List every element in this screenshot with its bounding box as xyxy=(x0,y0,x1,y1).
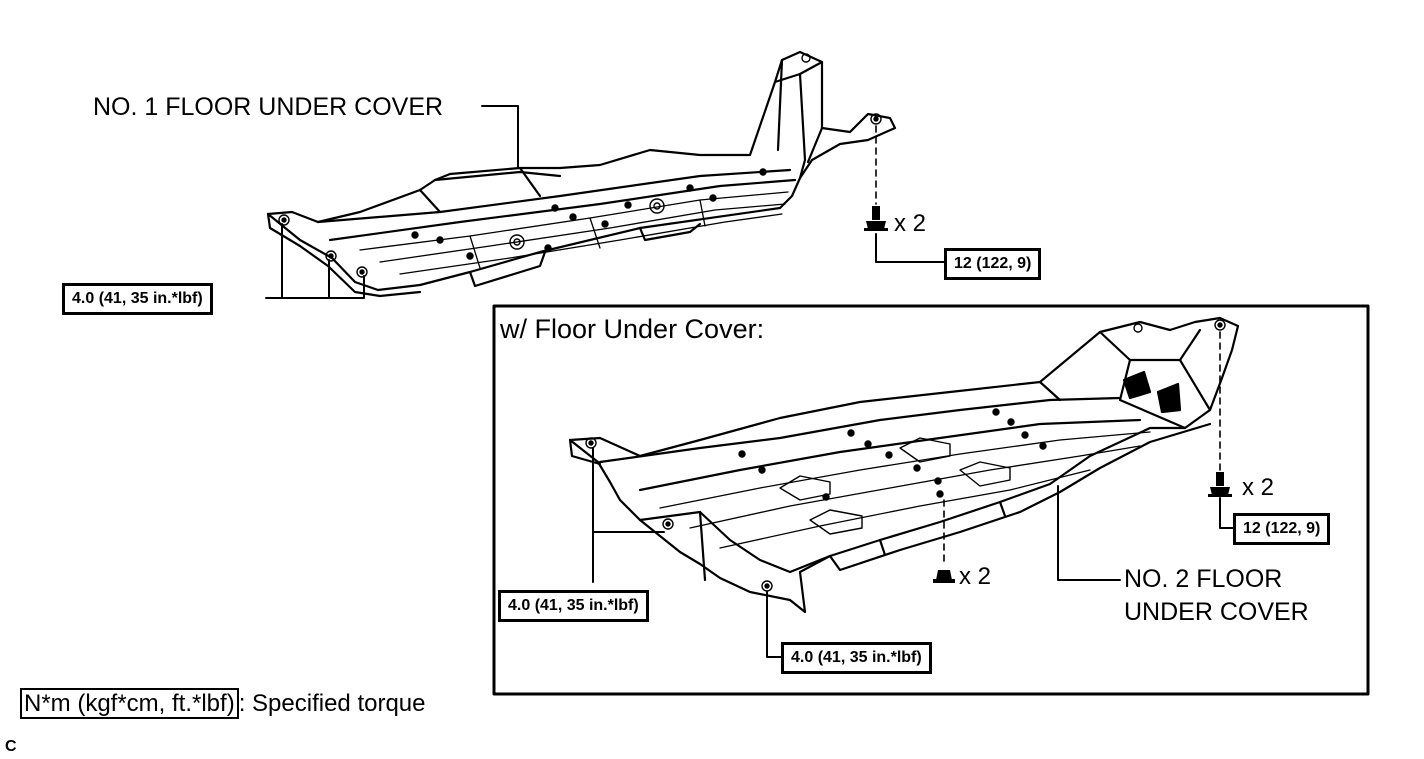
no2-rear-torque-spec: 12 (122, 9) xyxy=(1233,513,1331,545)
inset-heading: w/ Floor Under Cover: xyxy=(500,314,765,344)
no1-floor-under-cover-label: NO. 1 FLOOR UNDER COVER xyxy=(93,93,444,121)
no2-nut-icon xyxy=(933,570,955,583)
torque-legend-unit: N*m (kgf*cm, ft.*lbf) xyxy=(20,688,239,719)
no2-mount-holes xyxy=(585,319,1226,592)
no1-rear-torque-spec: 12 (122, 9) xyxy=(944,248,1042,280)
no2-rear-torque-leader xyxy=(1219,497,1237,529)
corner-code: C xyxy=(5,738,17,755)
no2-bolt-quantity: x 2 xyxy=(1242,474,1275,501)
no2-bottom-torque-spec: 4.0 (41, 35 in.*lbf) xyxy=(781,642,932,674)
no2-floor-under-cover-label-line2: UNDER COVER xyxy=(1124,598,1309,626)
no1-label-leader xyxy=(481,105,519,169)
torque-legend: N*m (kgf*cm, ft.*lbf): Specified torque xyxy=(20,688,426,719)
no2-nut-quantity: x 2 xyxy=(959,563,992,590)
no1-bolt-icon xyxy=(864,206,888,231)
no2-left-torque-leader xyxy=(592,447,665,583)
no2-bottom-torque-leader xyxy=(766,591,785,658)
no2-floor-under-cover-label-line1: NO. 2 FLOOR xyxy=(1124,565,1283,593)
no1-floor-under-cover-drawing xyxy=(266,50,897,298)
no2-floor-under-cover-drawing xyxy=(568,316,1240,614)
no1-rear-torque-leader xyxy=(875,233,948,263)
inset-frame xyxy=(492,304,1370,696)
no2-bolt-icon xyxy=(1208,472,1232,497)
torque-legend-meaning: : Specified torque xyxy=(238,690,426,717)
no1-front-torque-spec: 4.0 (41, 35 in.*lbf) xyxy=(62,283,213,315)
no1-front-torque-leader xyxy=(265,223,365,299)
no2-label-leader xyxy=(1057,485,1121,581)
no2-left-torque-spec: 4.0 (41, 35 in.*lbf) xyxy=(498,590,649,622)
no1-bolt-quantity: x 2 xyxy=(894,210,927,237)
no1-mount-holes xyxy=(278,53,882,278)
